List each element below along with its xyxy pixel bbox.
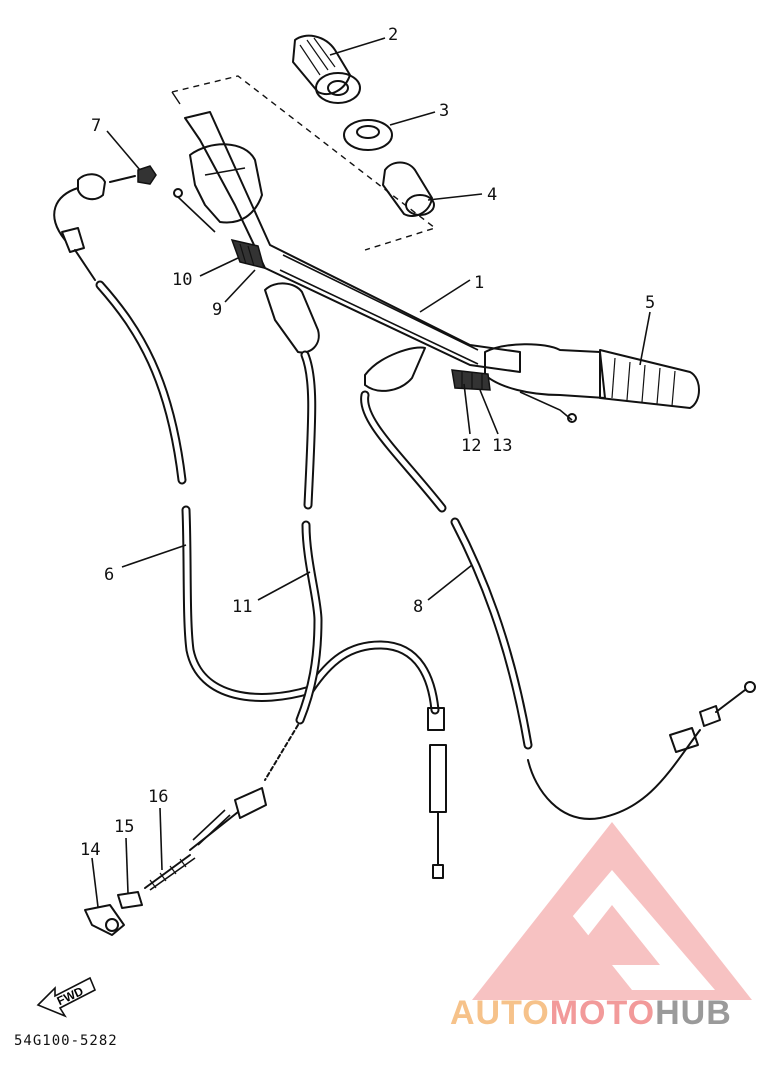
callout-13: 13	[492, 436, 512, 456]
watermark-part-auto: AUTO	[450, 994, 550, 1032]
adjuster-left	[230, 238, 266, 270]
callout-4: 4	[487, 185, 497, 205]
handlebar	[184, 111, 521, 373]
callout-9: 9	[212, 300, 222, 320]
fwd-label: FWD	[55, 984, 86, 1008]
left-lever-housing	[173, 143, 263, 233]
callout-5: 5	[645, 293, 655, 313]
callout-labels: 1 2 3 4 5 6 7 8 9 10 11 12 13 14 15 16	[80, 25, 655, 860]
callout-11: 11	[232, 597, 252, 617]
watermark-logo-icon	[472, 822, 752, 1000]
callout-12: 12	[461, 436, 481, 456]
callout-1: 1	[474, 273, 484, 293]
callout-15: 15	[114, 817, 134, 837]
spring	[144, 854, 196, 891]
clip	[117, 891, 143, 909]
washer	[343, 119, 393, 151]
cable-throttle-1	[189, 282, 323, 851]
nut	[109, 165, 157, 185]
callout-10: 10	[172, 270, 192, 290]
callout-7: 7	[91, 116, 101, 136]
dashed-outline-left	[171, 91, 181, 105]
leader-lines	[91, 37, 651, 908]
callout-6: 6	[104, 565, 114, 585]
callout-2: 2	[388, 25, 398, 45]
watermark-part-moto: MOTO	[549, 994, 656, 1032]
callout-8: 8	[413, 597, 423, 617]
fwd-arrow-icon: FWD	[36, 976, 97, 1018]
adjuster-right	[451, 369, 491, 391]
callout-14: 14	[80, 840, 100, 860]
watermark-part-hub: HUB	[655, 994, 732, 1032]
callout-16: 16	[148, 787, 168, 807]
throttle-sleeve	[382, 161, 435, 217]
grip-left	[292, 34, 361, 104]
cable-clutch	[53, 173, 447, 879]
cable-end-fitting	[84, 904, 125, 936]
dashed-outline	[171, 75, 437, 251]
grip-right	[484, 343, 700, 423]
cable-throttle-2	[360, 346, 756, 820]
watermark-brand: AUTOMOTOHUB	[450, 994, 732, 1033]
drawing-code: 54G100-5282	[14, 1033, 118, 1049]
callout-3: 3	[439, 101, 449, 121]
